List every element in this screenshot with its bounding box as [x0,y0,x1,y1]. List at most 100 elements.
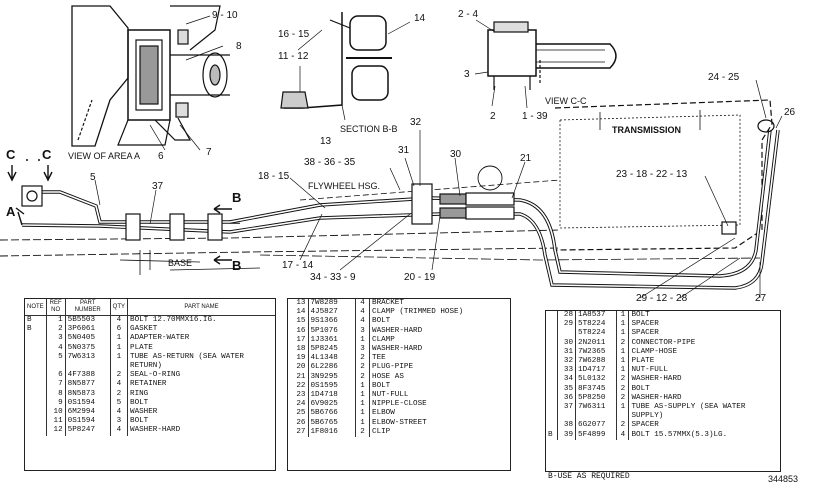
cell-part: 7W8289 [308,299,356,309]
cell-part: 1D4717 [575,366,618,376]
cell-note [25,334,47,344]
cell-ref: 10 [46,408,66,418]
callout-label: 2 [490,111,496,122]
callout-label: 17 - 14 [282,260,314,271]
section-marker-a: A [6,204,16,219]
cell-name: PLATE [130,343,153,352]
callout-label: 11 - 12 [278,51,309,62]
leader-lines [94,15,783,299]
base-label: BASE [168,258,193,268]
cell-ref: 15 [288,317,309,327]
cell-part: 9S1366 [308,317,356,327]
cell-qty: 4 [110,380,129,390]
cell-ref: 8 [46,389,66,399]
cell-name: WASHER-HARD [372,345,423,354]
cell-note [546,403,559,413]
cell-name: WASHER-HARD [130,426,181,435]
cell-ref: 7 [46,380,66,390]
callout-label: 23 - 18 - 22 - 13 [616,169,688,180]
cell-qty: 1 [355,391,371,401]
cell-name: NUT-FULL [631,366,668,375]
cell-qty: 2 [616,393,630,404]
callout-label: 37 [152,181,164,192]
cell-name: BRACKET [372,299,404,307]
cell-part: 7W6313 [65,352,111,363]
cell-part: 4J5827 [308,308,356,318]
cell-ref: 25 [288,409,309,419]
cell-name: BOLT [130,398,149,407]
callout-label: 3 [464,69,470,80]
callout-label: 32 [410,117,422,128]
cell-ref: 34 [557,375,577,385]
cell-qty: 4 [110,408,129,418]
cell-name: BOLT [130,417,149,426]
callout-label: 6 [158,151,164,162]
callout-label: 38 - 36 - 35 [304,157,356,168]
cell-part: 7W6288 [575,357,618,367]
cell-part: 7W2365 [575,347,618,358]
cell-note [25,398,47,409]
cell-name: BOLT [631,384,650,393]
cell-qty: 1 [110,343,129,353]
cell-note [25,417,47,427]
cell-part: 5F4899 [575,430,618,440]
table-header-name: PART NAME [127,299,275,316]
cell-name: CLIP [372,427,391,436]
cell-name: TUBE AS-SUPPLY (SEA WATER [631,403,746,412]
cell-name: WASHER-HARD [372,326,423,335]
cell-ref: 12 [46,426,66,436]
cell-name: ADAPTER-WATER [130,334,190,343]
cell-part: 1D4718 [308,391,356,401]
cell-qty: 3 [110,417,129,427]
callout-label: 30 [450,149,462,160]
cell-part: 8N5873 [65,389,111,399]
callout-label: 27 [755,293,767,304]
cell-note [546,320,559,330]
callout-label: 20 - 19 [404,272,436,283]
cell-ref: 22 [288,381,309,392]
cell-ref: 19 [288,354,309,364]
cell-name: WASHER [130,408,158,417]
cell-part: 5P8247 [65,426,111,436]
cell-part: 5P8245 [308,345,356,355]
cell-ref: 17 [288,335,309,346]
cell-part: 2N2011 [575,338,618,348]
cell-part: 0S1594 [65,398,111,409]
cell-note: B [25,315,47,326]
callout-label: 9 - 10 [212,10,238,21]
cell-ref: 37 [557,403,577,413]
cell-name: WASHER-HARD [631,375,682,384]
cell-name: GASKET [130,325,158,334]
flywheel-housing-label: FLYWHEEL HSG. [308,181,381,191]
section-b-b-label: SECTION B-B [340,124,398,134]
transmission-outline [554,99,773,251]
cell-note [546,338,559,348]
callout-label: 5 [90,172,96,183]
cell-ref: 1 [46,315,66,326]
cell-name: ELBOW-STREET [372,418,427,427]
cell-qty: 2 [355,363,371,373]
cell-qty: 3 [355,345,371,355]
cell-ref: 38 [557,421,577,431]
table-header-part: PART NUMBER [65,299,111,316]
cell-ref: 6 [46,371,66,381]
callout-label: 1 - 39 [522,111,548,122]
cell-qty: 1 [616,320,630,330]
cell-note: B [25,325,47,335]
cell-note [25,426,47,436]
